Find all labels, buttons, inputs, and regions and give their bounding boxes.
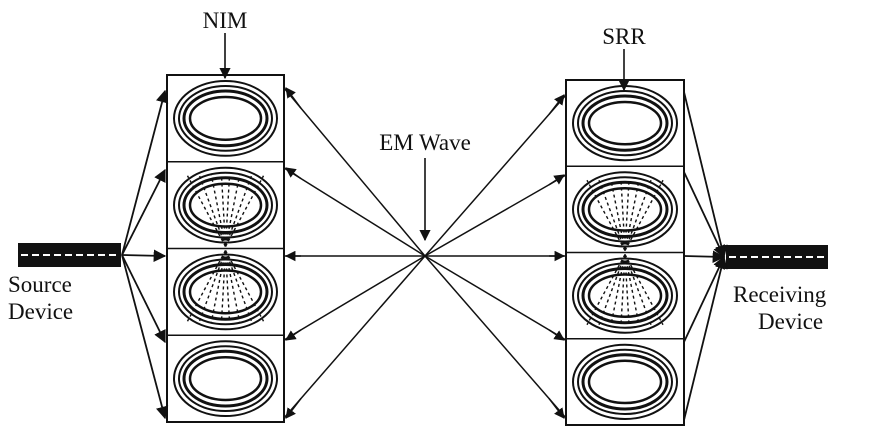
ray-arrow bbox=[285, 87, 302, 109]
dotted-fan-line bbox=[224, 250, 241, 322]
em-wave-rays bbox=[283, 87, 567, 419]
dotted-fan-line bbox=[198, 175, 227, 247]
inner-ring bbox=[188, 95, 263, 141]
coaxial-wires bbox=[18, 89, 828, 421]
ray-line bbox=[424, 255, 567, 341]
dotted-fan-line bbox=[224, 250, 253, 322]
srr-cell bbox=[173, 340, 278, 417]
ring bbox=[182, 176, 269, 234]
ray-arrow bbox=[285, 329, 302, 341]
dotted-fan-line bbox=[624, 179, 664, 251]
receiver-arrow bbox=[683, 91, 728, 259]
inner-ring bbox=[587, 359, 663, 405]
ring bbox=[178, 345, 273, 412]
dotted-fan-line bbox=[224, 175, 265, 247]
inner-ring bbox=[188, 269, 263, 315]
dotted-fan-line bbox=[598, 180, 626, 251]
ray-line bbox=[283, 167, 426, 257]
dotted-fan-line bbox=[186, 175, 227, 247]
srr-cell bbox=[572, 171, 678, 251]
dotted-fan-line bbox=[198, 250, 227, 322]
source-arrow bbox=[121, 254, 169, 420]
ring bbox=[581, 353, 669, 411]
dotted-fan-line bbox=[186, 250, 227, 322]
ring bbox=[178, 85, 273, 152]
nim-label: NIM bbox=[203, 8, 248, 33]
inner-ring bbox=[587, 273, 663, 318]
ring bbox=[173, 166, 278, 244]
ray-arrow bbox=[548, 329, 565, 341]
ray-arrow bbox=[285, 398, 302, 419]
srr-cell bbox=[173, 250, 278, 331]
ring bbox=[182, 349, 269, 408]
ray-arrow bbox=[285, 167, 302, 180]
ring bbox=[173, 253, 278, 331]
inner-ring bbox=[587, 100, 663, 146]
receiver-arrow bbox=[683, 250, 726, 264]
srr-cell bbox=[173, 80, 278, 157]
dotted-fan-line bbox=[586, 179, 626, 251]
dotted-fan-line bbox=[210, 250, 227, 322]
ray-arrow bbox=[548, 174, 565, 186]
ray-line bbox=[283, 87, 426, 257]
receiver-arrow bbox=[683, 171, 725, 259]
ring bbox=[577, 348, 673, 415]
ray-line bbox=[424, 174, 567, 257]
ring bbox=[581, 94, 669, 152]
dotted-fan-line bbox=[586, 254, 626, 326]
ring bbox=[572, 171, 678, 248]
source-arrow bbox=[121, 254, 166, 344]
dotted-fan-line bbox=[224, 250, 265, 322]
receiving-device-label-line2: Device bbox=[758, 309, 823, 334]
ray-line bbox=[424, 255, 567, 419]
inner-ring bbox=[587, 187, 663, 232]
inner-ring bbox=[188, 182, 263, 228]
source-arrow bbox=[121, 249, 167, 263]
nim-slab bbox=[166, 74, 285, 423]
ring bbox=[173, 80, 278, 157]
dotted-fan-line bbox=[598, 254, 626, 325]
ray-arrow bbox=[548, 398, 565, 419]
ring bbox=[581, 180, 669, 238]
receiving-device-label-line1: Receiving bbox=[733, 282, 827, 307]
dotted-fan-line bbox=[224, 175, 241, 247]
ray-line bbox=[424, 94, 567, 257]
srr-cell bbox=[572, 85, 678, 162]
ring bbox=[572, 85, 678, 162]
inner-ring bbox=[188, 356, 263, 402]
receiver-arrow bbox=[683, 255, 725, 343]
source-device-label-line2: Device bbox=[8, 299, 73, 324]
srr-slab bbox=[565, 79, 685, 426]
source-device-wire bbox=[18, 243, 121, 267]
receiving-device-wire bbox=[726, 245, 828, 269]
srr-label: SRR bbox=[602, 24, 646, 49]
ray-line bbox=[283, 255, 426, 419]
dotted-fan-line bbox=[624, 254, 664, 326]
ring bbox=[572, 257, 678, 334]
ring bbox=[182, 89, 269, 148]
ring bbox=[182, 263, 269, 321]
dotted-fan-line bbox=[210, 175, 227, 247]
receiver-arrow bbox=[683, 255, 728, 421]
em-wave-label: EM Wave bbox=[379, 130, 471, 155]
ray-line bbox=[283, 255, 426, 341]
source-device-label-line1: Source bbox=[8, 272, 72, 297]
ring bbox=[572, 343, 678, 420]
srr-cell bbox=[572, 254, 678, 334]
ring bbox=[577, 90, 673, 157]
ring bbox=[581, 267, 669, 325]
dotted-fan-line bbox=[624, 180, 652, 251]
dotted-fan-line bbox=[624, 254, 652, 325]
ring bbox=[173, 340, 278, 417]
srr-cell bbox=[173, 166, 278, 247]
dotted-fan-line bbox=[224, 175, 253, 247]
srr-cell bbox=[572, 343, 678, 420]
source-arrow bbox=[121, 168, 166, 256]
ray-arrow bbox=[548, 94, 565, 115]
source-arrow bbox=[121, 89, 169, 256]
